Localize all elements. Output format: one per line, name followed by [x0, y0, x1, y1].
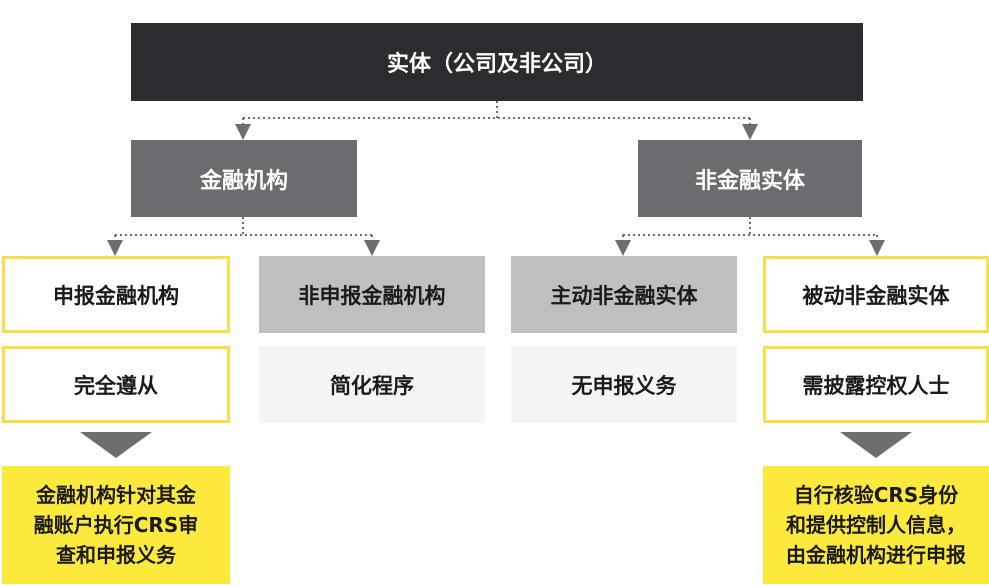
right-outcome-line-1: 自行核验CRS身份 — [793, 483, 959, 507]
left-outcome-box: 金融机构针对其金 融账户执行CRS审 查和申报义务 — [2, 466, 230, 584]
reporting-fi-box: 申报金融机构 — [2, 256, 230, 333]
nonreporting-fi-label: 非申报金融机构 — [298, 283, 446, 308]
right-down-triangle — [840, 432, 912, 458]
nonreporting-fi-detail-box: 简化程序 — [259, 346, 485, 423]
reporting-fi-detail-box: 完全遵从 — [2, 346, 230, 423]
passive-nfe-box: 被动非金融实体 — [763, 256, 989, 333]
nonfinancial-entity-box: 非金融实体 — [638, 140, 862, 217]
reporting-fi-detail: 完全遵从 — [74, 373, 158, 398]
left-outcome-line-2: 融账户执行CRS审 — [33, 513, 199, 537]
left-outcome-line-3: 查和申报义务 — [56, 543, 176, 567]
active-nfe-label: 主动非金融实体 — [550, 283, 698, 308]
nonreporting-fi-box: 非申报金融机构 — [259, 256, 485, 333]
passive-nfe-label: 被动非金融实体 — [802, 283, 950, 308]
root-entity-box: 实体（公司及非公司） — [131, 23, 863, 101]
reporting-fi-label: 申报金融机构 — [53, 283, 179, 308]
right-outcome-line-3: 由金融机构进行申报 — [786, 543, 966, 567]
nonfinancial-entity-label: 非金融实体 — [694, 168, 805, 194]
nonreporting-fi-detail: 简化程序 — [330, 373, 414, 398]
right-outcome-box: 自行核验CRS身份 和提供控制人信息， 由金融机构进行申报 — [763, 466, 989, 584]
active-nfe-detail-box: 无申报义务 — [511, 346, 737, 423]
left-outcome-line-1: 金融机构针对其金 — [36, 483, 196, 507]
right-outcome-line-2: 和提供控制人信息， — [786, 513, 966, 537]
active-nfe-detail: 无申报义务 — [571, 373, 677, 398]
passive-nfe-detail-box: 需披露控权人士 — [763, 346, 989, 423]
root-entity-label: 实体（公司及非公司） — [386, 52, 607, 77]
left-down-triangle — [80, 432, 152, 458]
active-nfe-box: 主动非金融实体 — [511, 256, 737, 333]
financial-institution-label: 金融机构 — [199, 168, 288, 194]
financial-institution-box: 金融机构 — [131, 140, 357, 217]
passive-nfe-detail: 需披露控权人士 — [802, 373, 950, 398]
